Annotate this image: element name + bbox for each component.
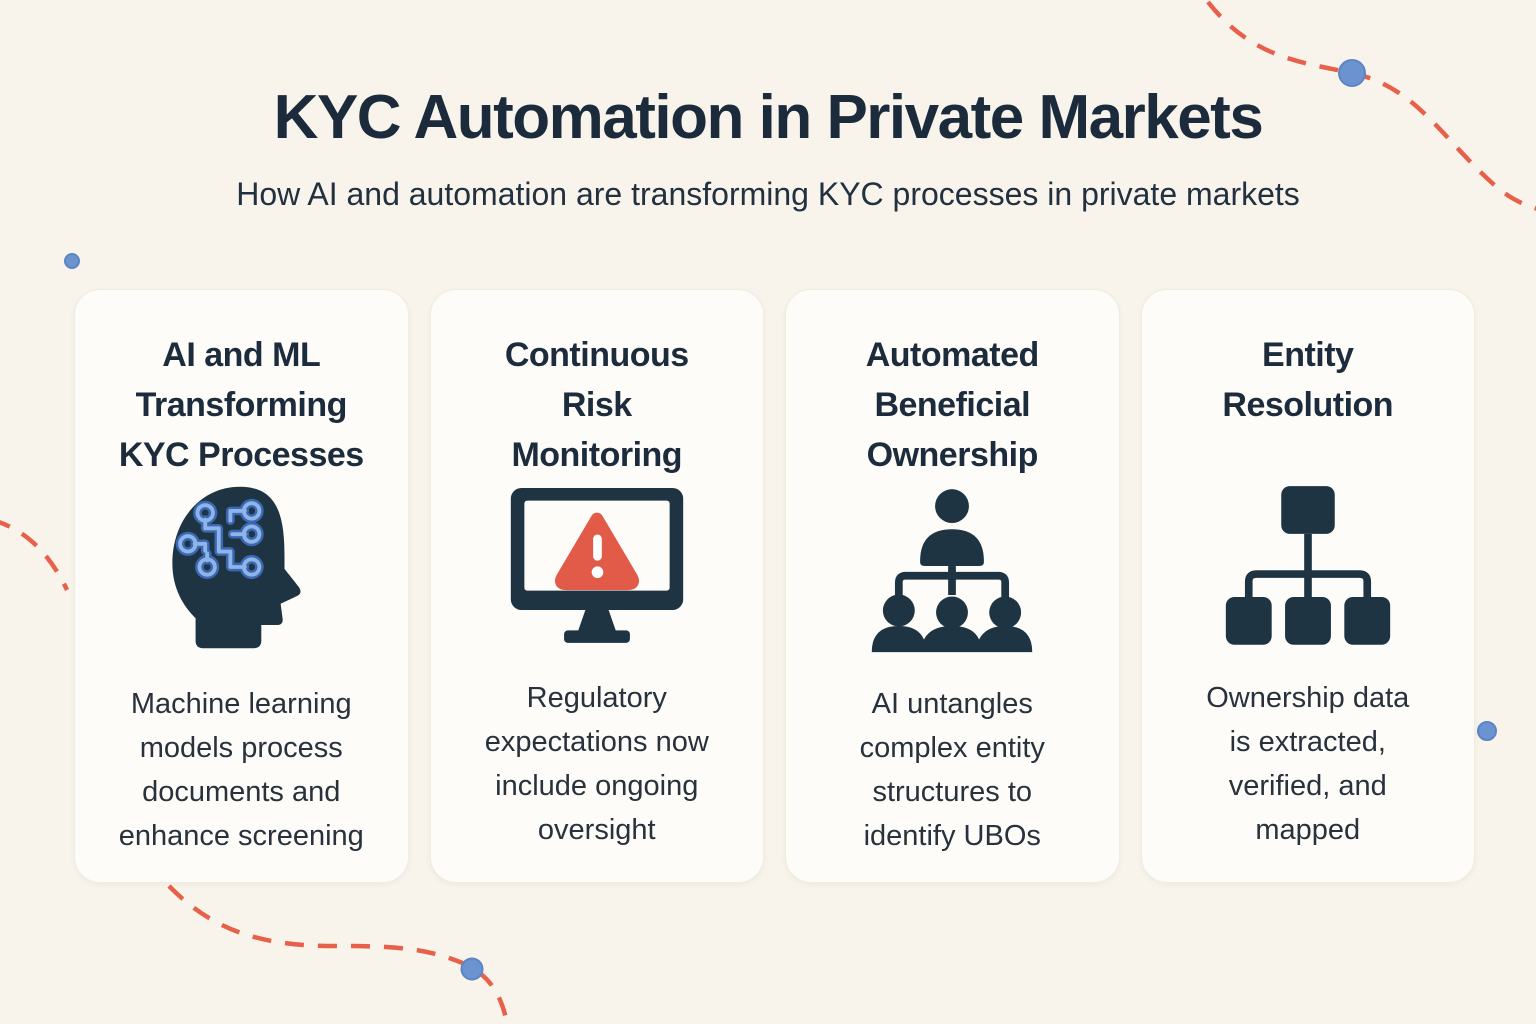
blue-dot-top-right: [1338, 59, 1366, 87]
people-hierarchy-icon: [869, 480, 1035, 654]
blue-dot-bottom-left: [460, 957, 484, 981]
blue-dot-top-left: [64, 253, 80, 269]
dashed-curve-left-middle: [0, 520, 70, 591]
card-title: Entity Resolution: [1222, 336, 1394, 424]
page-title: KYC Automation in Private Markets: [273, 83, 1264, 152]
ai-head-circuit-icon: [158, 480, 324, 654]
dashed-curve-bottom-left: [167, 884, 510, 1024]
blue-dot-right: [1477, 721, 1497, 741]
card-description: Machine learning models process document…: [118, 688, 364, 852]
card-title: AI and ML Transforming KYC Processes: [118, 336, 364, 474]
monitor-warning-icon: [505, 480, 689, 648]
card-beneficial-ownership: Automated Beneficial Ownership: [785, 289, 1120, 883]
card-row: AI and ML Transforming KYC Processes: [74, 289, 1475, 883]
card-title: Automated Beneficial Ownership: [865, 336, 1040, 474]
card-description: Regulatory expectations now include ongo…: [484, 682, 709, 846]
card-description: Ownership data is extracted, verified, a…: [1206, 682, 1410, 846]
card-description: AI untangles complex entity structures t…: [859, 688, 1045, 852]
header: KYC Automation in Private Markets How AI…: [0, 83, 1536, 214]
page-subtitle: How AI and automation are transforming K…: [236, 176, 1300, 213]
org-chart-icon: [1222, 480, 1394, 648]
card-risk-monitoring: Continuous Risk Monitoring Regulatory ex…: [429, 289, 764, 883]
card-entity-resolution: Entity Resolution Ownership data is extr: [1140, 289, 1475, 883]
card-title: Continuous Risk Monitoring: [504, 336, 689, 474]
card-ai-ml: AI and ML Transforming KYC Processes: [74, 289, 409, 883]
